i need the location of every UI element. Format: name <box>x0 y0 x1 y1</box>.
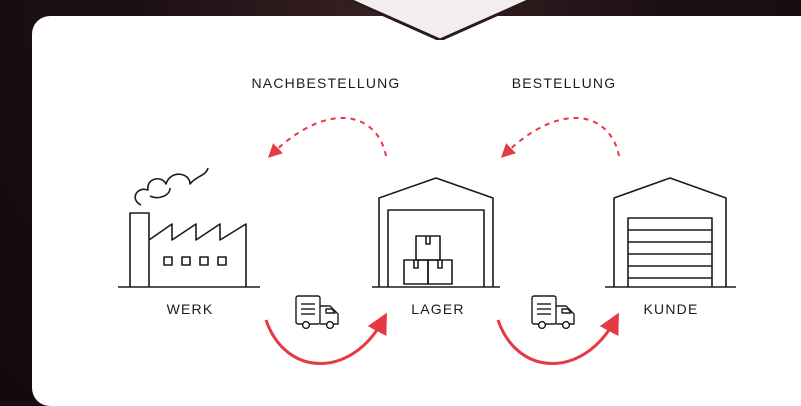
customer-label: KUNDE <box>643 301 699 317</box>
delivery-arrow-factory-to-warehouse <box>264 312 387 365</box>
warehouse-icon <box>372 177 500 288</box>
warehouse-label: LAGER <box>411 301 465 317</box>
factory-icon <box>118 167 260 288</box>
truck-icon <box>531 295 575 330</box>
truck-icon <box>295 295 339 330</box>
garage-icon <box>605 177 736 288</box>
factory-label: WERK <box>166 301 214 317</box>
order-label: BESTELLUNG <box>511 75 617 91</box>
top-notch <box>350 0 530 40</box>
reorder-label: NACHBESTELLUNG <box>251 75 401 91</box>
delivery-arrow-warehouse-to-customer <box>496 312 619 365</box>
order-dashed-arrow <box>500 117 620 158</box>
diagram-card <box>32 16 801 406</box>
reorder-dashed-arrow <box>267 117 387 158</box>
